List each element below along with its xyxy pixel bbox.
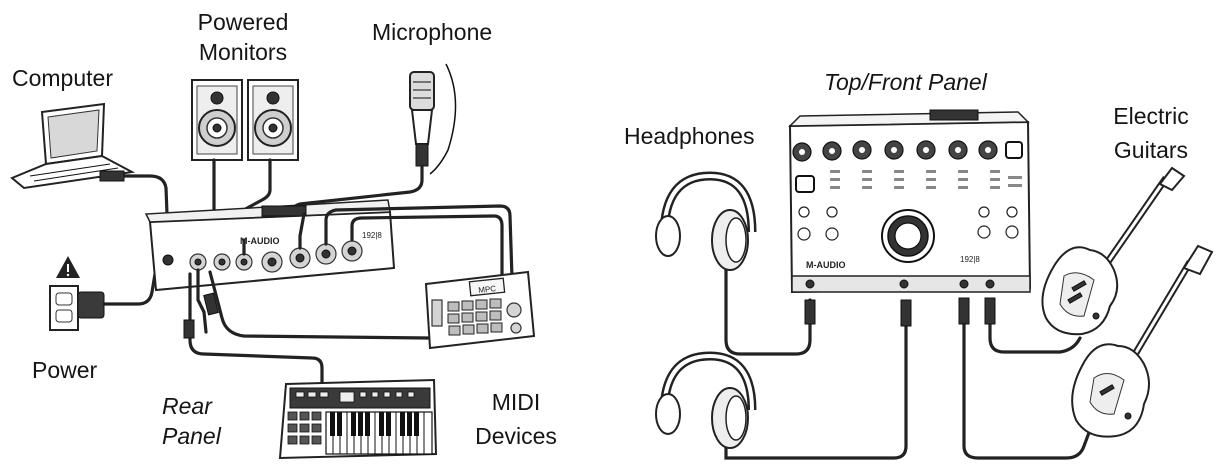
guitar-plug-1 — [958, 297, 970, 325]
powered-monitors-label-line1: Powered — [197, 9, 289, 35]
front-model-text: 192|8 — [960, 255, 980, 264]
power-label: Power — [32, 357, 98, 383]
monitor-cable-right — [234, 158, 272, 254]
powered-monitors-label-line2: Monitors — [198, 39, 288, 65]
usb-cable — [102, 174, 170, 242]
front-brand-text: M-AUDIO — [806, 260, 846, 270]
rear-panel-label-line1: Rear — [162, 393, 212, 419]
drum-machine-icon: MPC — [424, 270, 536, 350]
midi-cable-drum — [208, 270, 430, 340]
midi-plug — [203, 292, 219, 316]
drum-machine-cable-1 — [324, 204, 514, 280]
rear-model-text: 192|8 — [362, 231, 382, 240]
power-adapter-icon — [49, 285, 105, 331]
headphones-icon — [655, 351, 757, 449]
rear-brand-text: M-AUDIO — [240, 236, 280, 246]
monitor-speaker-icon — [247, 79, 299, 161]
computer-label: Computer — [12, 65, 113, 91]
headphones-icon — [655, 171, 757, 271]
midi-cable-keyboard — [188, 272, 324, 386]
electric-guitars-label-line2: Guitars — [1113, 137, 1189, 163]
headphones-cable-1 — [724, 268, 812, 356]
midi-devices-label-line1: MIDI — [491, 389, 541, 415]
top-front-panel-label: Top/Front Panel — [824, 69, 987, 95]
guitar-plug-2 — [984, 297, 996, 325]
midi-keyboard-icon — [278, 378, 438, 460]
electric-guitar-icon — [1041, 166, 1186, 336]
midi-plug — [183, 319, 195, 339]
headphones-cable-2 — [724, 318, 908, 460]
headphones-plug-1 — [804, 299, 816, 325]
audio-interface-rear-icon — [144, 199, 396, 292]
headphones-plug-2 — [900, 299, 912, 327]
midi-devices-label-line2: Devices — [475, 423, 557, 449]
bass-guitar-icon — [1071, 244, 1214, 438]
monitor-speaker-icon — [191, 79, 243, 161]
usb-plug — [99, 170, 125, 182]
audio-interface-front-icon — [788, 109, 1032, 294]
microphone-label: Microphone — [372, 19, 493, 45]
input-cable — [298, 212, 306, 250]
guitar-cable-bass — [962, 298, 1092, 460]
electric-guitars-label-line1: Electric — [1113, 103, 1189, 129]
laptop-icon — [10, 102, 136, 190]
rear-panel-label-line2: Panel — [162, 423, 221, 449]
microphone-icon — [409, 63, 457, 175]
headphones-label: Headphones — [624, 123, 755, 149]
drum-machine-cable-2 — [350, 214, 504, 280]
midi-cable-1 — [196, 268, 208, 334]
warning-icon — [56, 256, 80, 278]
guitar-cable-electric — [988, 298, 1082, 354]
power-cable — [102, 266, 158, 306]
svg-text:MPC: MPC — [478, 284, 497, 295]
